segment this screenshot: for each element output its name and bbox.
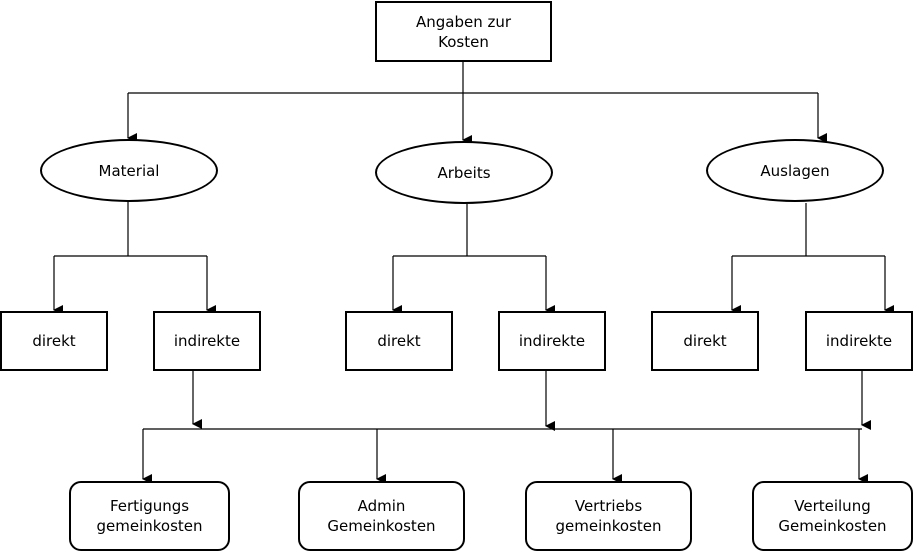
category-material: Material <box>40 139 218 202</box>
overhead-label: Fertigungs gemeinkosten <box>96 497 203 535</box>
auslagen-direct-node: direkt <box>651 311 759 371</box>
root-node: Angaben zur Kosten <box>375 1 552 62</box>
subtype-label: indirekte <box>518 332 586 350</box>
category-auslagen: Auslagen <box>706 139 884 202</box>
subtype-label: indirekte <box>173 332 241 350</box>
overhead-vertriebs: Vertriebs gemeinkosten <box>525 481 692 551</box>
overhead-admin: Admin Gemeinkosten <box>298 481 465 551</box>
material-indirect-node: indirekte <box>153 311 261 371</box>
overhead-label: Admin Gemeinkosten <box>327 497 436 535</box>
subtype-label: direkt <box>683 332 727 350</box>
arbeits-direct-node: direkt <box>345 311 453 371</box>
overhead-label: Vertriebs gemeinkosten <box>555 497 662 535</box>
overhead-fertigungs: Fertigungs gemeinkosten <box>69 481 230 551</box>
category-label: Auslagen <box>760 161 830 180</box>
subtype-label: indirekte <box>825 332 893 350</box>
auslagen-indirect-node: indirekte <box>805 311 913 371</box>
category-arbeits: Arbeits <box>375 141 553 204</box>
category-label: Material <box>98 161 160 180</box>
arbeits-indirect-node: indirekte <box>498 311 606 371</box>
category-label: Arbeits <box>437 163 491 182</box>
subtype-label: direkt <box>377 332 421 350</box>
overhead-verteilung: Verteilung Gemeinkosten <box>752 481 913 551</box>
root-label: Angaben zur Kosten <box>415 12 512 51</box>
material-direct-node: direkt <box>0 311 108 371</box>
subtype-label: direkt <box>32 332 76 350</box>
overhead-label: Verteilung Gemeinkosten <box>778 497 887 535</box>
